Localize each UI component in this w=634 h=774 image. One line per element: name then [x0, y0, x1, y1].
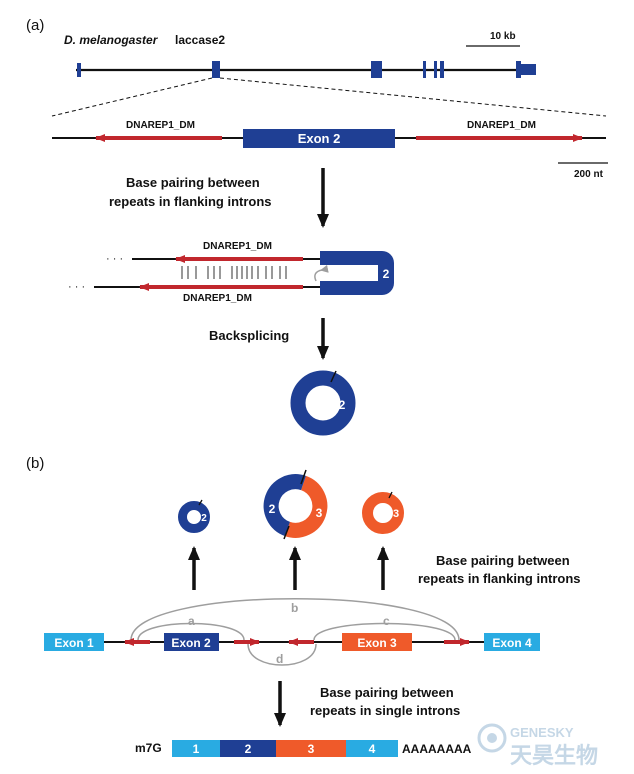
circrna-exon2-number: 2 — [339, 398, 346, 412]
mature-mrna — [172, 740, 398, 757]
repeat-label-left: DNAREP1_DM — [126, 120, 195, 131]
zoom-line-right — [219, 77, 607, 117]
repeat-label-upper: DNAREP1_DM — [203, 241, 272, 252]
pre-mrna — [44, 633, 540, 651]
circrna-c-label: 3 — [393, 508, 399, 520]
genesky-watermark: GENESKY 天昊生物 — [477, 723, 598, 769]
polya-tail: AAAAAAAA — [402, 742, 472, 756]
step1-text-line2: repeats in flanking introns — [109, 194, 272, 209]
gene-name-label: laccase2 — [175, 33, 225, 47]
arc-label-a: a — [188, 614, 195, 628]
hairpin-exon-number: 2 — [383, 267, 390, 281]
flank-text-line2: repeats in flanking introns — [418, 571, 581, 586]
arc-label-d: d — [276, 652, 283, 666]
single-text-line1: Base pairing between — [320, 685, 454, 700]
gene-model — [76, 61, 536, 78]
step1-text-line1: Base pairing between — [126, 175, 260, 190]
panel-b-label: (b) — [26, 455, 44, 472]
exon2-box-label: Exon 2 — [171, 636, 211, 650]
mrna-segment-3: 3 — [308, 742, 315, 756]
panel-a-label: (a) — [26, 17, 44, 34]
scale-bar-10kb-label: 10 kb — [490, 31, 516, 42]
pairing-arcs — [130, 598, 460, 666]
arc-label-c: c — [383, 614, 390, 628]
exon3-label: Exon 3 — [357, 636, 397, 650]
scale-bar-200nt-label: 200 nt — [574, 169, 604, 180]
single-text-line2: repeats in single introns — [310, 703, 460, 718]
exon4-label: Exon 4 — [492, 636, 532, 650]
circrna-b-label-left: 2 — [269, 502, 276, 516]
exon1-label: Exon 1 — [54, 636, 94, 650]
mrna-segment-1: 1 — [193, 742, 200, 756]
arc-label-b: b — [291, 601, 298, 615]
exon4-box — [484, 633, 540, 651]
step2-text: Backsplicing — [209, 328, 289, 343]
cap-label: m7G — [135, 741, 162, 755]
zoom-line-left — [51, 77, 213, 117]
flank-text-line1: Base pairing between — [436, 553, 570, 568]
exon2-label: Exon 2 — [298, 131, 341, 146]
circrna-a-label: 2 — [201, 513, 207, 524]
dots-lower: · · · — [68, 281, 85, 293]
mrna-segment-2: 2 — [245, 742, 252, 756]
hairpin-structure: · · · · · · 2 — [68, 251, 394, 295]
gene-species-label: D. melanogaster — [64, 33, 159, 47]
exon3-box — [342, 633, 412, 651]
circrna-c: 3 — [362, 491, 404, 534]
repeat-label-lower: DNAREP1_DM — [183, 293, 252, 304]
watermark-brand: GENESKY — [510, 725, 574, 740]
watermark-brand-cn: 天昊生物 — [510, 743, 598, 769]
mrna-segment-4: 4 — [369, 742, 376, 756]
exon2-locus — [52, 129, 606, 148]
circrna-exon2-a: 2 — [290, 370, 356, 436]
repeat-label-right: DNAREP1_DM — [467, 120, 536, 131]
circrna-a: 2 — [178, 499, 210, 533]
circrna-b-label-right: 3 — [316, 506, 323, 520]
exon1-box — [44, 633, 104, 651]
circrna-b: 2 3 — [263, 469, 328, 540]
dots-upper: · · · — [106, 253, 123, 265]
exon2-box — [164, 633, 219, 651]
